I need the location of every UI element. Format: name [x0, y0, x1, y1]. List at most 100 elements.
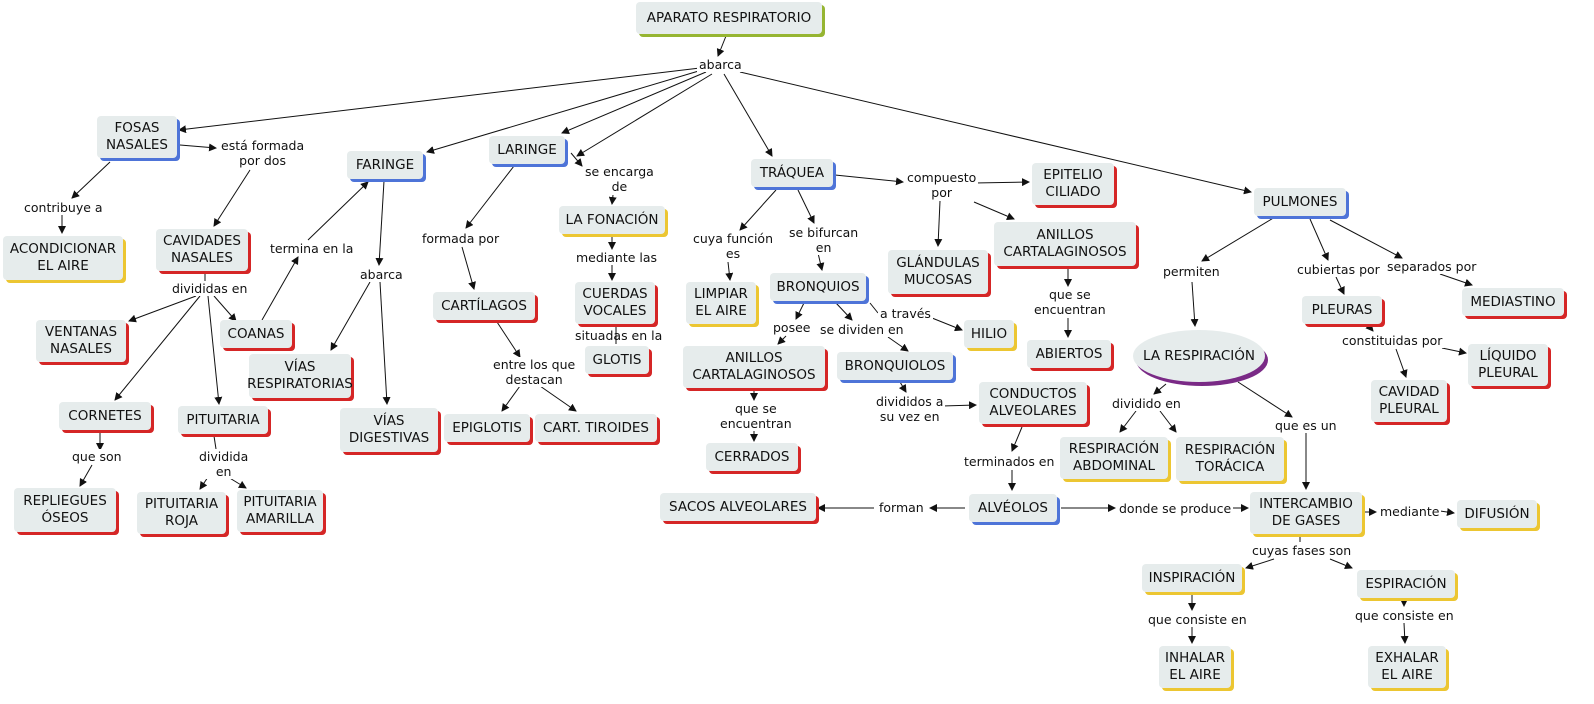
connector [307, 181, 369, 241]
node-vias-respiratorias[interactable]: VÍAS RESPIRATORIAS [247, 354, 353, 398]
node-glotis[interactable]: GLOTIS [585, 346, 649, 374]
link-que-son: que son [70, 449, 124, 464]
connector [1237, 381, 1293, 418]
connector [777, 335, 787, 345]
node-cavidades-nasales[interactable]: CAVIDADES NASALES [156, 229, 248, 271]
node-vias-digestivas[interactable]: VÍAS DIGESTIVAS [340, 408, 438, 452]
connector [795, 302, 805, 320]
node-exhalar-el-aire[interactable]: EXHALAR EL AIRE [1368, 646, 1446, 688]
node-acondicionar-el-aire[interactable]: ACONDICIONAR EL AIRE [3, 236, 123, 280]
node-label: VÍAS DIGESTIVAS [348, 413, 430, 446]
node-label: GLOTIS [592, 351, 642, 368]
link-a-traves: a través [878, 306, 933, 321]
node-pulmones[interactable]: PULMONES [1254, 188, 1346, 216]
connector [608, 194, 617, 205]
connector [725, 261, 734, 281]
connector [1329, 219, 1403, 259]
node-pleuras[interactable]: PLEURAS [1302, 296, 1382, 324]
node-espiracion[interactable]: ESPIRACIÓN [1357, 570, 1455, 598]
link-compuesto-por: compuesto por [905, 170, 979, 200]
node-pituitaria-roja[interactable]: PITUITARIA ROJA [137, 492, 226, 534]
node-label: COANAS [227, 325, 285, 342]
node-respiracion-toracica[interactable]: RESPIRACIÓN TORÁCICA [1176, 437, 1284, 481]
node-bronquiolos[interactable]: BRONQUIOLOS [837, 352, 953, 380]
link-forman: forman [877, 500, 926, 515]
node-inspiracion[interactable]: INSPIRACIÓN [1142, 564, 1242, 592]
node-epiglotis[interactable]: EPIGLOTIS [444, 414, 530, 442]
connector [71, 161, 111, 199]
node-label: EPIGLOTIS [452, 419, 522, 436]
link-se-dividen-en: se dividen en [818, 322, 906, 337]
node-label: SACOS ALVEOLARES [669, 498, 807, 515]
node-faringe[interactable]: FARINGE [347, 151, 423, 179]
node-label: LIMPIAR EL AIRE [694, 286, 748, 319]
link-abarca: abarca [697, 57, 744, 72]
connector [1245, 558, 1275, 570]
node-label: EPITELIO CILIADO [1043, 167, 1103, 200]
connector [213, 169, 251, 227]
connector [213, 435, 217, 450]
link-se-encarga-de: se encarga de [583, 164, 656, 194]
link-dividido-en: dividido en [1110, 396, 1183, 411]
link-posee: posee [771, 320, 813, 335]
connector [1309, 218, 1329, 261]
node-la-fonacion[interactable]: LA FONACIÓN [559, 206, 665, 234]
node-bronquios[interactable]: BRONQUIOS [770, 273, 866, 301]
node-label: PITUITARIA ROJA [144, 496, 219, 529]
node-glandulas-mucosas[interactable]: GLÁNDULAS MUCOSAS [888, 250, 988, 294]
node-label: PULMONES [1262, 193, 1338, 210]
node-difusion[interactable]: DIFUSIÓN [1457, 500, 1537, 528]
node-intercambio-de-gases[interactable]: INTERCAMBIO DE GASES [1250, 492, 1362, 534]
node-coanas[interactable]: COANAS [220, 320, 292, 348]
node-label: INSPIRACIÓN [1148, 569, 1236, 586]
node-label: LA RESPIRACIÓN [1143, 347, 1255, 364]
connector [114, 295, 201, 401]
node-aparato-respiratorio[interactable]: APARATO RESPIRATORIO [636, 2, 822, 34]
node-label: DIFUSIÓN [1464, 505, 1530, 522]
connector [1153, 383, 1167, 395]
node-cerrados[interactable]: CERRADOS [706, 443, 798, 471]
node-mediastino[interactable]: MEDIASTINO [1462, 288, 1564, 316]
node-traquea[interactable]: TRÁQUEA [751, 159, 833, 187]
connector [179, 143, 217, 152]
node-label: REPLIEGUES ÓSEOS [23, 493, 107, 526]
node-inhalar-el-aire[interactable]: INHALAR EL AIRE [1159, 646, 1231, 688]
node-label: BRONQUIOS [776, 278, 860, 295]
node-pituitaria[interactable]: PITUITARIA [178, 406, 268, 434]
node-cartilagos[interactable]: CARTÍLAGOS [433, 292, 535, 320]
node-label: PLEURAS [1311, 301, 1373, 318]
connector [330, 281, 371, 351]
node-cavidad-pleural[interactable]: CAVIDAD PLEURAL [1371, 380, 1447, 422]
node-liquido-pleural[interactable]: LÍQUIDO PLEURAL [1468, 344, 1548, 386]
node-sacos-alveolares[interactable]: SACOS ALVEOLARES [660, 493, 816, 521]
link-situadas-en-la: situadas en la [575, 328, 663, 343]
connector [898, 381, 907, 393]
node-epitelio-ciliado[interactable]: EPITELIO CILIADO [1032, 163, 1114, 205]
node-anillos-cartalaginosos-traquea[interactable]: ANILLOS CARTALAGINOSOS [994, 222, 1136, 266]
node-fosas-nasales[interactable]: FOSAS NASALES [97, 116, 177, 158]
connector [465, 165, 515, 229]
node-limpiar-el-aire[interactable]: LIMPIAR EL AIRE [686, 282, 756, 324]
node-anillos-cartalaginosos-bronquios[interactable]: ANILLOS CARTALAGINOSOS [683, 346, 825, 388]
node-cart-tiroides[interactable]: CART. TIROIDES [535, 414, 657, 442]
connector [941, 401, 977, 410]
node-label: ALVÉOLOS [978, 499, 1048, 516]
node-label: CERRADOS [714, 448, 790, 465]
node-la-respiracion[interactable]: LA RESPIRACIÓN [1133, 330, 1265, 382]
connector [973, 178, 1030, 187]
link-que-es-un: que es un [1273, 418, 1339, 433]
connector [887, 336, 909, 352]
connector [496, 321, 521, 358]
node-ventanas-nasales[interactable]: VENTANAS NASALES [36, 320, 126, 362]
node-pituitaria-amarilla[interactable]: PITUITARIA AMARILLA [237, 490, 323, 532]
node-laringe[interactable]: LARINGE [489, 136, 565, 164]
node-conductos-alveolares[interactable]: CONDUCTOS ALVEOLARES [979, 382, 1087, 424]
connector [199, 476, 209, 490]
node-alveolos[interactable]: ALVÉOLOS [969, 494, 1057, 522]
node-repliegues-oseos[interactable]: REPLIEGUES ÓSEOS [14, 488, 116, 532]
node-hilio[interactable]: HILIO [964, 320, 1014, 348]
node-cuerdas-vocales[interactable]: CUERDAS VOCALES [575, 282, 655, 324]
node-abiertos[interactable]: ABIERTOS [1027, 340, 1111, 368]
node-cornetes[interactable]: CORNETES [59, 402, 151, 430]
node-respiracion-abdominal[interactable]: RESPIRACIÓN ABDOMINAL [1060, 437, 1168, 479]
